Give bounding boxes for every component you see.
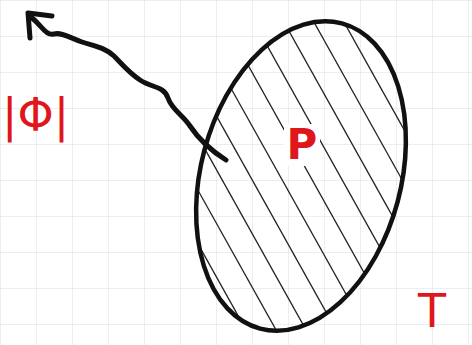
hatched-ellipse: P: [190, 15, 412, 337]
wavy-arrow: [32, 18, 226, 160]
hatch-line: [310, 15, 412, 337]
symbol-label: T: [418, 288, 446, 334]
ellipse-outline: [190, 15, 412, 337]
hatching: [190, 15, 412, 337]
node-label: P: [284, 124, 321, 166]
ellipse-border: [190, 15, 412, 337]
symbol-label: |Φ|: [2, 92, 69, 138]
hatch-line: [280, 15, 412, 337]
hatch-line: [190, 15, 280, 337]
arrow-head: [28, 13, 52, 38]
hatch-line: [190, 15, 370, 337]
